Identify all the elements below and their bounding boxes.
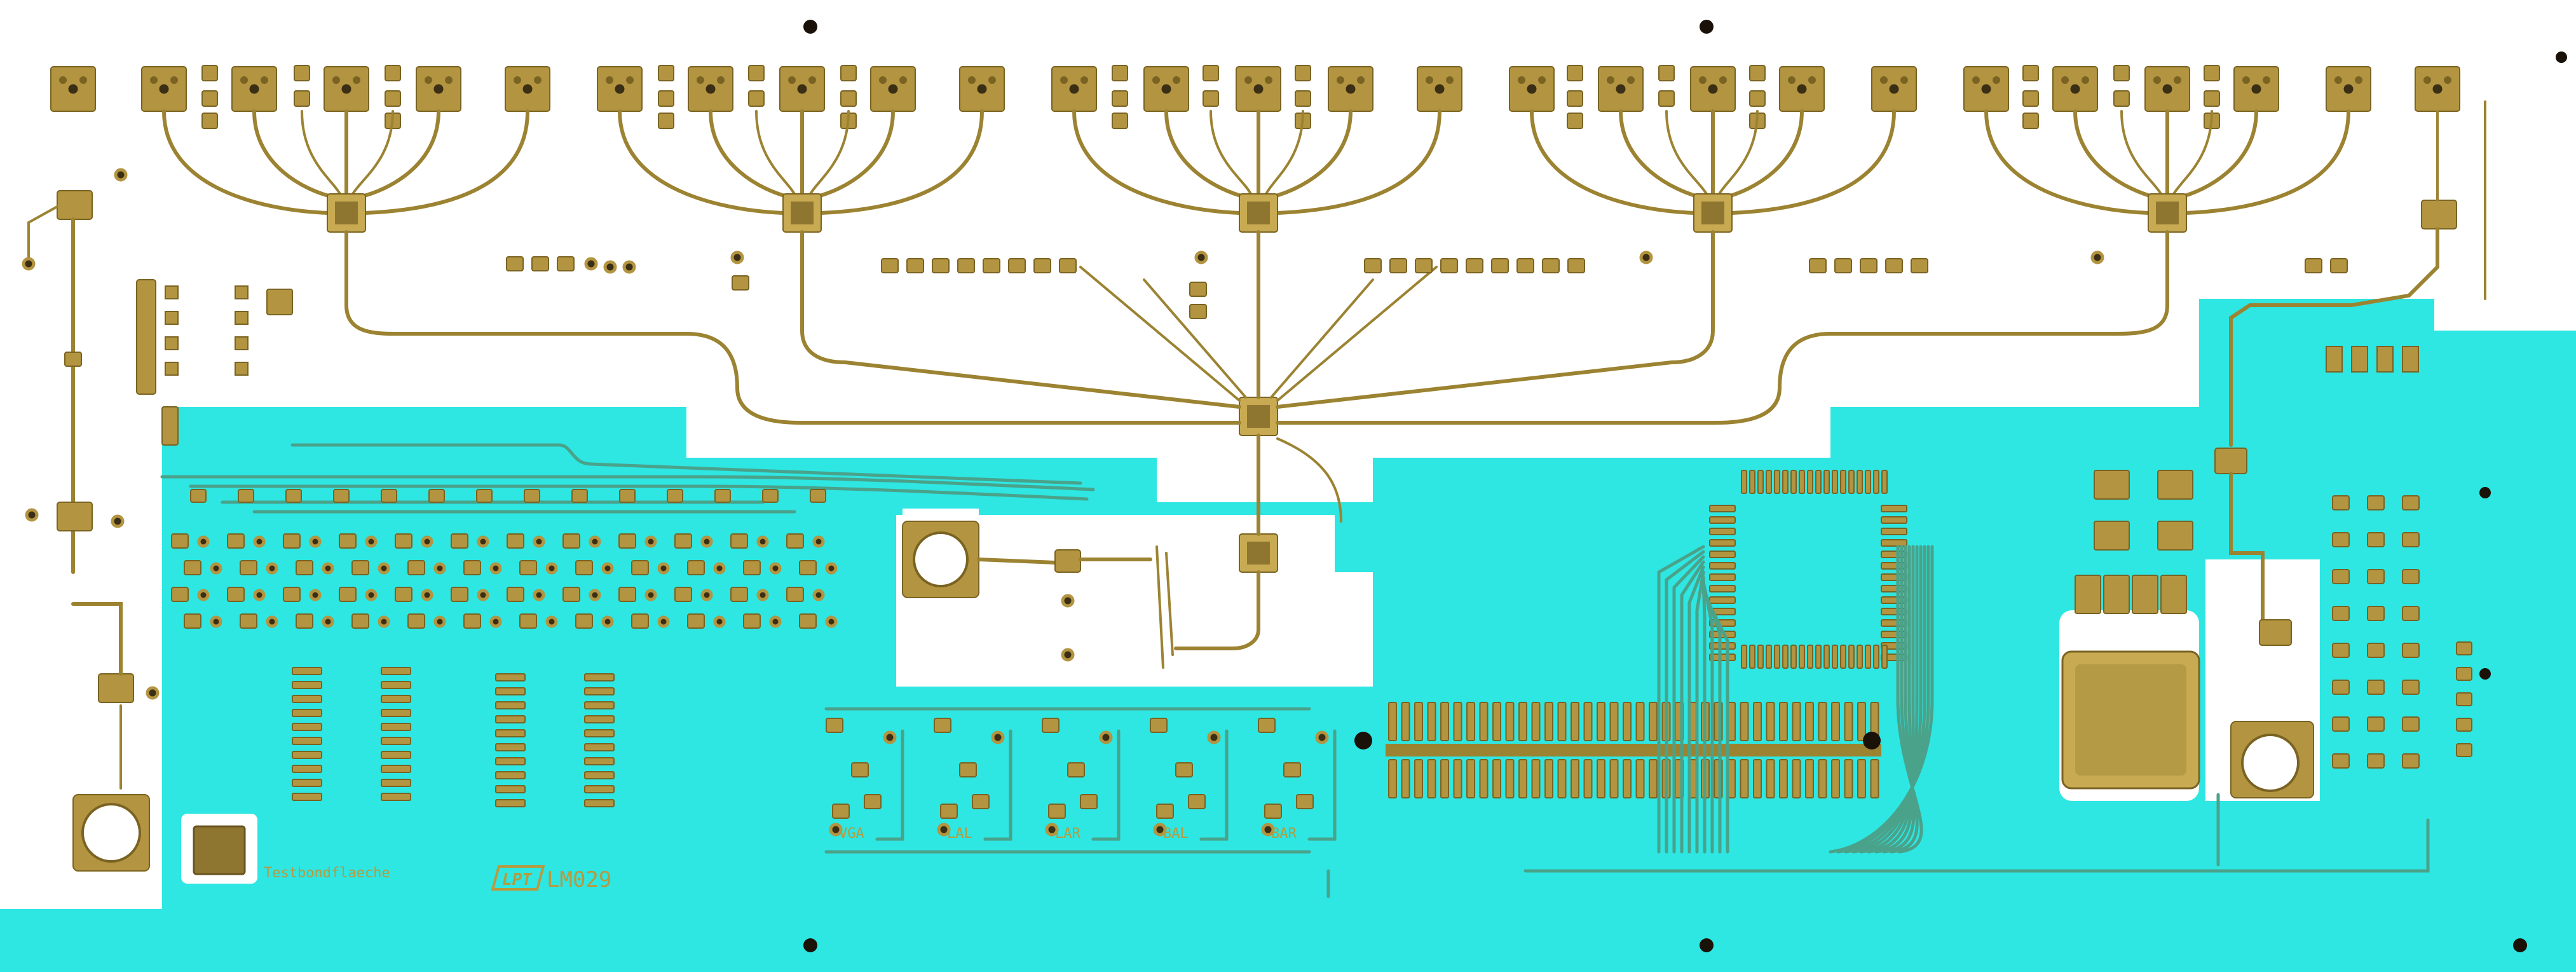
center-right-ic: [1657, 470, 1934, 854]
logo-text: LPT: [502, 870, 533, 889]
channel-label: BAR: [1271, 826, 1297, 842]
channel-block: VGA LAL LAR BAL BAR: [824, 707, 1337, 854]
left-circuit-block: [136, 279, 1095, 514]
comb-connector: [1354, 702, 1881, 798]
test-bond-label: Testbondflaeche: [264, 865, 390, 881]
channel-label: LAR: [1055, 826, 1080, 842]
edge-mounting-holes: [803, 20, 2567, 952]
bottom-traces: [1326, 793, 2430, 898]
channel-label: LAL: [947, 826, 972, 842]
left-column: [24, 170, 158, 872]
channel-label: BAL: [1163, 826, 1189, 842]
center-connector: [902, 521, 1174, 669]
mounting-hole: [1354, 732, 1372, 750]
test-bond-pad: [181, 814, 257, 884]
board-id: LM029: [547, 867, 611, 893]
left-components-grid: [171, 489, 838, 629]
right-block: [2061, 100, 2486, 798]
channel-label: VGA: [839, 826, 864, 842]
fanout-traces: [162, 109, 2350, 215]
bus-traces: [344, 230, 2169, 650]
mounting-hole: [1863, 732, 1881, 750]
right-components-grid: [2332, 495, 2472, 769]
board-logo: [491, 865, 545, 891]
left-ic-pin-arrays: [292, 667, 615, 807]
